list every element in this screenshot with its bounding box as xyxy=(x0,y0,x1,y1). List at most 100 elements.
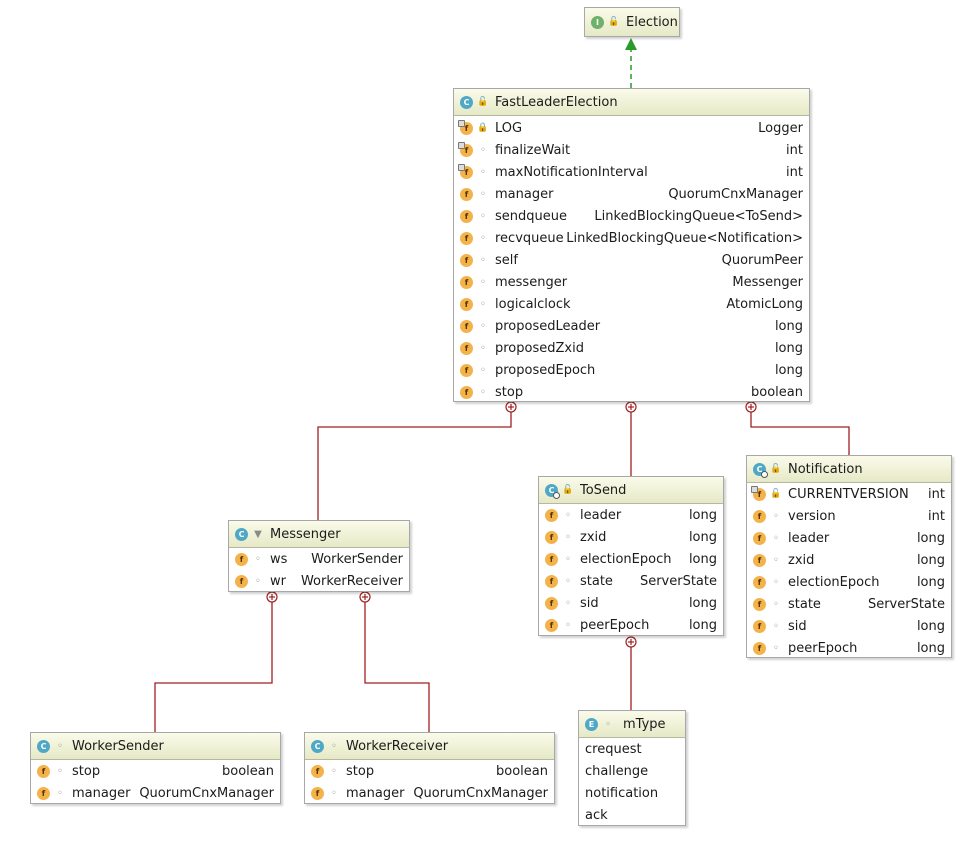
field-icon: f xyxy=(460,231,473,245)
field-icon: f xyxy=(460,275,473,289)
public-visibility-icon: 🔓 xyxy=(770,464,782,474)
field-name: proposedLeader xyxy=(495,318,601,334)
mtype-header: E ◦ mType xyxy=(579,711,685,738)
field-type: int xyxy=(928,486,945,502)
static-class-icon: C xyxy=(753,462,768,478)
package-visibility-icon: ◦ xyxy=(773,620,779,632)
field-icon: f xyxy=(460,319,473,333)
package-visibility-icon: ◦ xyxy=(773,510,779,522)
field-icon: f xyxy=(545,618,558,632)
class-icon: C xyxy=(460,95,473,109)
package-visibility-icon: ◦ xyxy=(565,619,571,631)
field-name: electionEpoch xyxy=(580,551,672,567)
field-type: long xyxy=(916,618,945,634)
field-name: manager xyxy=(72,785,131,801)
enum-icon: E xyxy=(585,717,598,731)
mtype-enum-box[interactable]: E ◦ mType crequest challenge notification a… xyxy=(578,710,686,826)
class-icon: C xyxy=(311,739,324,753)
package-visibility-icon: ◦ xyxy=(57,740,63,752)
field-type: long xyxy=(688,507,717,523)
field-type: long xyxy=(688,617,717,633)
nesting-anchor-plus xyxy=(269,404,754,645)
workersender-title: WorkerSender xyxy=(72,738,164,754)
package-visibility-icon: ◦ xyxy=(480,254,486,266)
field-name: self xyxy=(495,252,518,268)
package-visibility-icon: ◦ xyxy=(565,575,571,587)
filter-visibility-icon: ▼ xyxy=(254,528,262,540)
field-icon: f xyxy=(460,187,473,201)
field-name: manager xyxy=(346,785,405,801)
election-interface-box[interactable]: I 🔓 Election xyxy=(584,7,680,37)
field-name: stop xyxy=(72,763,101,779)
tosend-header: C 🔓 ToSend xyxy=(539,477,723,504)
mtype-constants: crequest challenge notification ack xyxy=(579,738,685,826)
field-type: WorkerReceiver xyxy=(300,573,403,589)
enum-constant[interactable]: notification xyxy=(585,785,659,801)
field-icon: f xyxy=(235,552,248,566)
field-type: boolean xyxy=(496,763,548,779)
interface-icon: I xyxy=(591,15,604,29)
field-type: int xyxy=(786,164,803,180)
package-visibility-icon: ◦ xyxy=(773,554,779,566)
field-name: state xyxy=(580,573,613,589)
class-icon: C xyxy=(37,739,50,753)
field-name: sid xyxy=(580,595,599,611)
enum-constant[interactable]: challenge xyxy=(585,763,649,779)
field-type: boolean xyxy=(222,763,274,779)
private-visibility-icon: 🔒 xyxy=(477,123,489,133)
package-visibility-icon: ◦ xyxy=(480,188,486,200)
field-icon: f xyxy=(311,764,324,778)
enum-constant[interactable]: crequest xyxy=(585,741,642,757)
field-type: QuorumCnxManager xyxy=(668,186,803,202)
enum-constant[interactable]: ack xyxy=(585,807,608,823)
workerreceiver-title: WorkerReceiver xyxy=(346,738,449,754)
field-type: AtomicLong xyxy=(726,296,803,312)
static-field-icon: f xyxy=(458,119,473,135)
workersender-header: C ◦ WorkerSender xyxy=(31,733,280,760)
static-field-icon: f xyxy=(458,141,473,157)
package-visibility-icon: ◦ xyxy=(480,166,486,178)
notification-title: Notification xyxy=(788,461,863,477)
